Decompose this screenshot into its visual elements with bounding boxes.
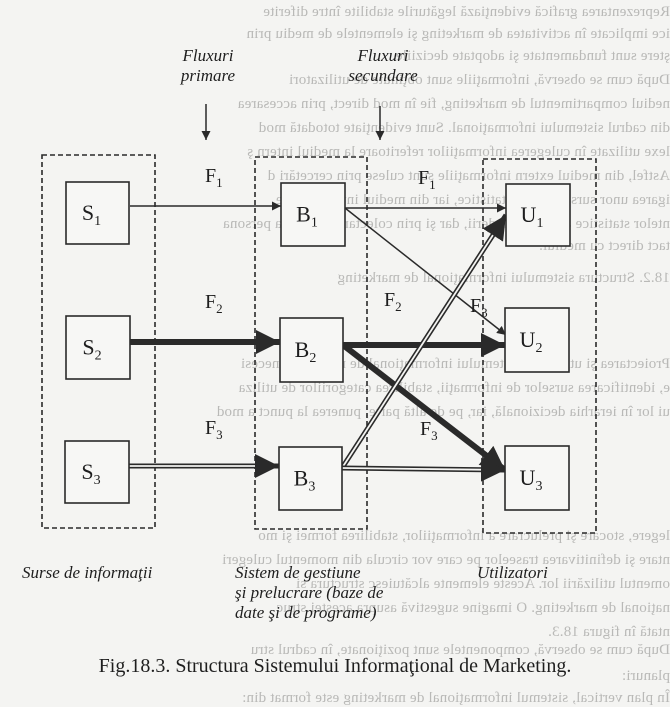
node-u3: U3 [504,445,570,511]
flow-line [341,234,494,469]
node-box [278,446,343,511]
flow-label: F3 [420,418,438,443]
node-label: B3 [294,466,316,495]
sources-label: Surse de informaţii [22,563,153,582]
flow-b2-u3 [341,342,507,473]
secondary-flows-line2: secundare [348,66,418,85]
flow-b1-u2 [344,207,507,336]
node-label: U3 [520,465,543,494]
processing-label-line2: şi prelucrare (baze de [235,583,384,602]
flow-label: F3 [470,295,488,320]
node-box [505,183,571,247]
flow-label: F1 [418,167,436,192]
node-label: B2 [295,337,317,366]
node-u2: U2 [504,307,570,373]
node-box [504,445,570,511]
node-b3: B3 [278,446,343,511]
node-label: S3 [81,459,100,488]
node-b2: B2 [279,317,344,383]
secondary-flows-line1: Fluxuri [357,46,409,65]
node-box [65,181,130,245]
users-label: Utilizatori [477,563,548,582]
processing-label: Sistem de gestiune şi prelucrare (baze d… [235,563,383,623]
processing-label-line3: date şi de programe) [235,603,377,622]
primary-flows-line2: primare [180,66,236,85]
flow-label: F2 [384,289,402,314]
node-b1: B1 [280,182,346,247]
node-box [279,317,344,383]
flow-line [344,207,507,336]
flow-label: F3 [205,417,223,442]
node-s2: S2 [65,315,131,380]
secondary-flows-header: Fluxuri secundare [335,46,431,86]
flow-line [341,467,482,471]
node-label: S2 [82,335,101,364]
node-s3: S3 [64,440,130,504]
node-box [504,307,570,373]
node-box [280,182,346,247]
node-u1: U1 [505,183,571,247]
node-s1: S1 [65,181,130,245]
processing-label-line1: Sistem de gestiune [235,563,361,582]
flow-b3-u1 [339,213,509,470]
primary-flows-header: Fluxuri primare [170,46,246,86]
figure-caption: Fig.18.3. Structura Sistemului Informaţi… [98,655,572,677]
node-label: B1 [296,202,318,231]
flow-label: F2 [205,291,223,316]
flow-b3-u3 [341,457,506,482]
node-box [64,440,130,504]
flow-label: F1 [205,165,223,190]
node-label: U1 [521,202,544,231]
node-box [65,315,131,380]
node-label: S1 [82,200,101,229]
primary-flows-line1: Fluxuri [182,46,234,65]
flow-line [341,342,507,473]
node-label: U2 [520,327,543,356]
